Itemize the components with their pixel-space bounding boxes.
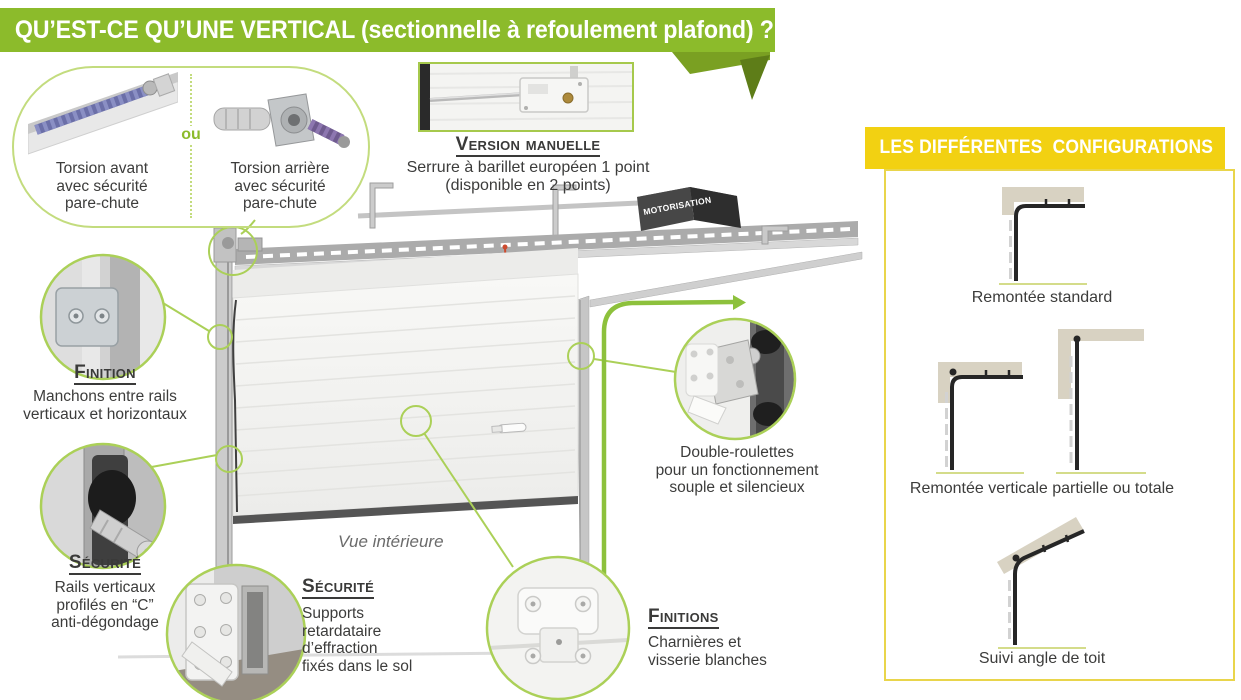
manual-version-photo <box>418 62 634 132</box>
securite-rails-desc: Rails verticaux profilés en “C” anti-dég… <box>51 579 159 631</box>
motor-box: MOTORISATION <box>637 187 741 231</box>
config-label-standard: Remontée standard <box>971 289 1113 306</box>
callout-finitions-hinges: Finitions Charnières et visserie blanche… <box>648 606 833 669</box>
callout-connectors <box>145 219 677 568</box>
callout-securite-rails: Sécurité Rails verticaux profilés en “C”… <box>3 552 207 632</box>
callout-securite-supports: Sécurité Supports retardataire d’effract… <box>302 576 482 675</box>
photo-circle-charniere <box>485 555 631 700</box>
door-handle <box>491 422 527 434</box>
torsion-front-photo <box>28 72 178 155</box>
interior-view-label: Vue intérieure <box>338 532 444 551</box>
page-title: QU’EST-CE QU’UNE VERTICAL (sectionnelle … <box>14 16 774 44</box>
config-icon-standard <box>999 187 1087 285</box>
banner-ribbon-fold <box>672 52 770 100</box>
config-icon-partial <box>936 362 1024 474</box>
finition-desc: Manchons entre rails verticaux et horizo… <box>23 388 187 423</box>
torsion-options-capsule: ou Torsion avant avec sécurité pare-chut… <box>12 66 370 228</box>
securite-supports-desc: Supports retardataire d’effraction fixés… <box>302 605 413 675</box>
config-label-suivi-angle: Suivi angle de toit <box>978 650 1106 667</box>
manual-version-desc: Serrure à barillet européen 1 point (dis… <box>406 159 650 194</box>
door-panel <box>232 273 579 524</box>
or-divider <box>190 74 192 218</box>
anchor-rings <box>207 226 595 473</box>
photo-circle-roulettes <box>673 317 797 441</box>
or-label: ou <box>174 126 208 144</box>
finitions-heading: Finitions <box>648 606 719 629</box>
photo-circle-manchons <box>39 253 167 381</box>
title-banner: QU’EST-CE QU’UNE VERTICAL (sectionnelle … <box>0 8 775 52</box>
callout-finition-rails: Finition Manchons entre rails verticaux … <box>3 362 207 423</box>
configurations-box <box>884 169 1235 681</box>
callout-double-roulettes: Double-roulettes pour un fonctionnement … <box>655 444 819 496</box>
lock-photo <box>419 64 633 130</box>
photo-circle-rails-c <box>39 442 167 570</box>
photo-circle-supports-sol <box>165 563 307 700</box>
configurations-title: LES DIFFÉRENTES CONFIGURATIONS <box>879 137 1214 158</box>
config-icon-roof-angle <box>997 517 1086 649</box>
torsion-rear-label: Torsion arrière avec sécurité pare-chute <box>230 160 330 212</box>
manual-version-heading: Version manuelle <box>455 134 601 157</box>
config-icon-total <box>1056 329 1146 474</box>
config-label-partielle-totale: Remontée verticale partielle ou totale <box>909 480 1175 497</box>
finitions-desc: Charnières et visserie blanches <box>648 634 767 669</box>
securite-supports-heading: Sécurité <box>302 576 375 599</box>
manual-version-block: Version manuelle Serrure à barillet euro… <box>398 134 658 195</box>
finition-heading: Finition <box>74 362 136 385</box>
configurations-header: LES DIFFÉRENTES CONFIGURATIONS <box>865 127 1225 169</box>
door-top-section <box>233 248 578 298</box>
securite-rails-heading: Sécurité <box>68 552 142 575</box>
torsion-rear-photo <box>213 93 350 148</box>
torsion-front-label: Torsion avant avec sécurité pare-chute <box>55 160 149 212</box>
